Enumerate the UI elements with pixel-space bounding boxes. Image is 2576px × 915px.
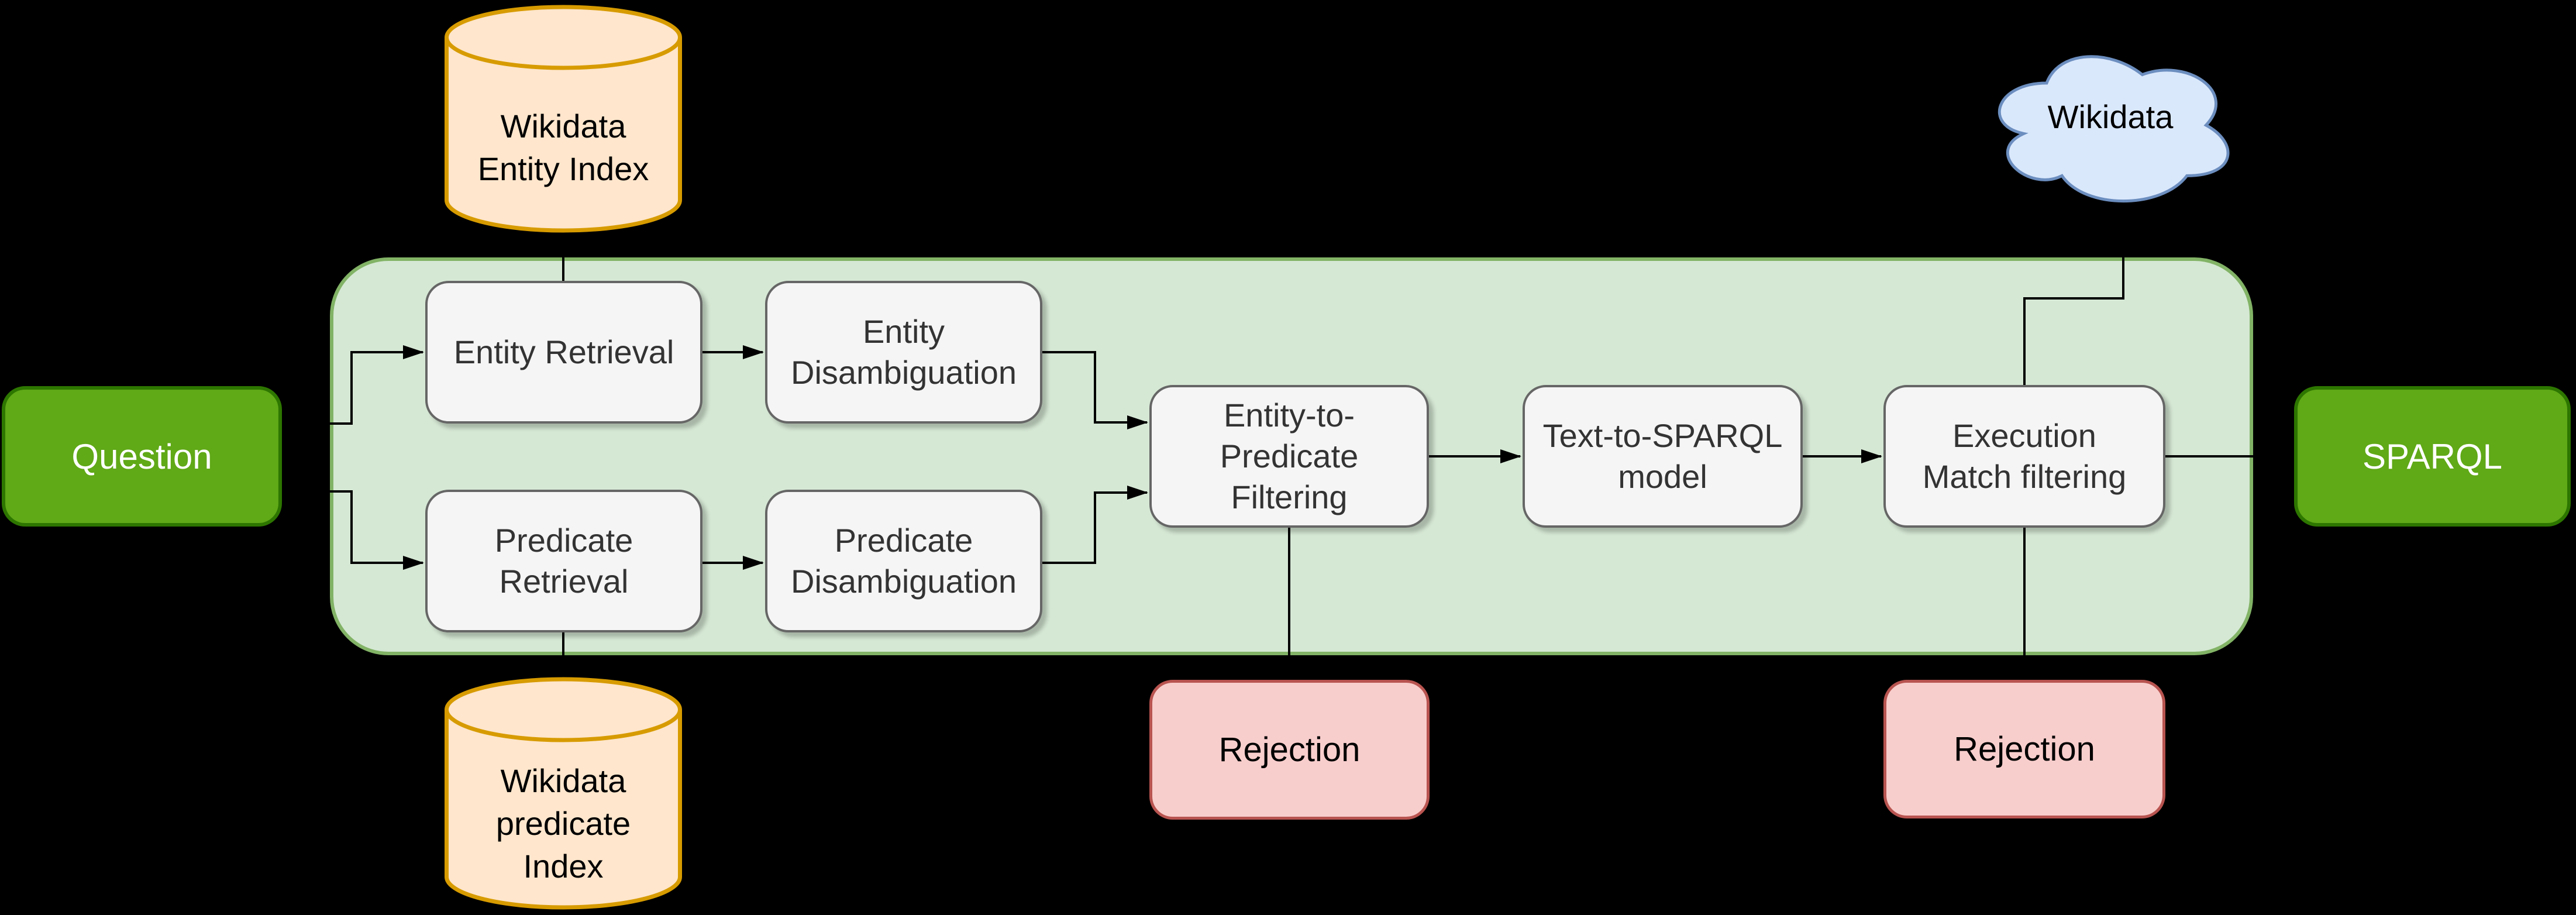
edge-question-entity-retrieval bbox=[326, 345, 424, 425]
rejection-left-node: Rejection bbox=[1149, 680, 1430, 820]
wikidata-cloud-label: Wikidata bbox=[2047, 98, 2174, 135]
wikidata-cloud-node: Wikidata bbox=[1983, 41, 2238, 209]
cloud-icon bbox=[1998, 55, 2230, 202]
text-to-sparql-model-node: Text-to-SPARQL model bbox=[1523, 385, 1803, 528]
database-icon bbox=[445, 5, 682, 233]
predicate-disambiguation-node: Predicate Disambiguation bbox=[765, 490, 1042, 632]
edge-question-predicate-retrieval bbox=[326, 490, 424, 570]
rejection-right-node: Rejection bbox=[1883, 680, 2165, 818]
wikidata-entity-index-node: Wikidata Entity Index bbox=[445, 5, 682, 233]
question-node: Question bbox=[2, 386, 282, 527]
predicate-retrieval-node: Predicate Retrieval bbox=[425, 490, 702, 632]
edge-predicate-disambiguation-filtering bbox=[1041, 486, 1148, 564]
wikidata-entity-index-label: Wikidata Entity Index bbox=[477, 108, 649, 187]
entity-retrieval-node: Entity Retrieval bbox=[425, 281, 702, 424]
edge-cloud-execution bbox=[2023, 208, 2124, 386]
sparql-node: SPARQL bbox=[2294, 386, 2571, 527]
entity-to-predicate-filtering-node: Entity-to- Predicate Filtering bbox=[1149, 385, 1429, 528]
execution-match-filtering-node: Execution Match filtering bbox=[1883, 385, 2165, 528]
wikidata-predicate-index-node: Wikidata predicate Index bbox=[445, 677, 682, 910]
entity-disambiguation-node: Entity Disambiguation bbox=[765, 281, 1042, 424]
edge-entity-disambiguation-filtering bbox=[1041, 351, 1148, 429]
database-icon bbox=[445, 677, 682, 910]
wikidata-predicate-index-label: Wikidata predicate Index bbox=[495, 762, 631, 885]
